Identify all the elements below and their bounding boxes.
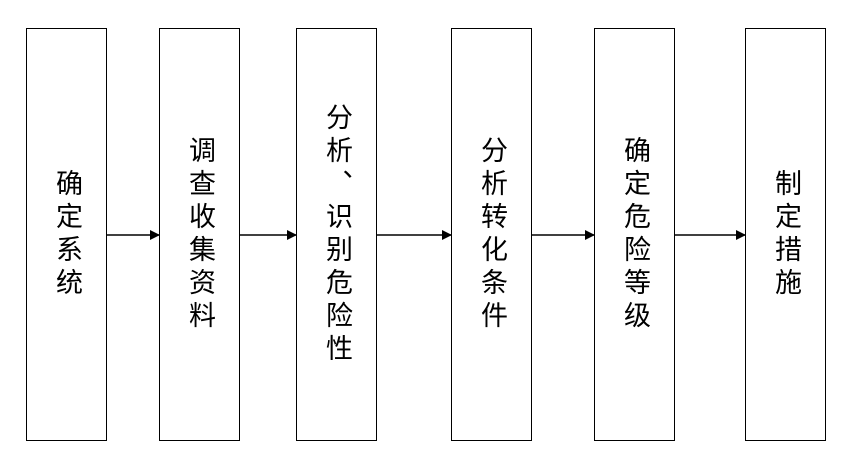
step-box-identify-hazards: 分析、识别危险性 <box>296 28 377 441</box>
step-label-collect-data: 调查收集资料 <box>184 135 215 334</box>
step-label-identify-hazards: 分析、识别危险性 <box>321 102 352 367</box>
step-box-determine-hazard-level: 确定危险等级 <box>594 28 675 441</box>
step-label-determine-hazard-level: 确定危险等级 <box>619 135 650 334</box>
step-box-determine-system: 确定系统 <box>26 28 107 441</box>
step-label-determine-system: 确定系统 <box>51 168 82 301</box>
step-label-formulate-measures: 制定措施 <box>770 168 801 301</box>
step-label-analyze-conditions: 分析转化条件 <box>476 135 507 334</box>
step-box-collect-data: 调查收集资料 <box>159 28 240 441</box>
